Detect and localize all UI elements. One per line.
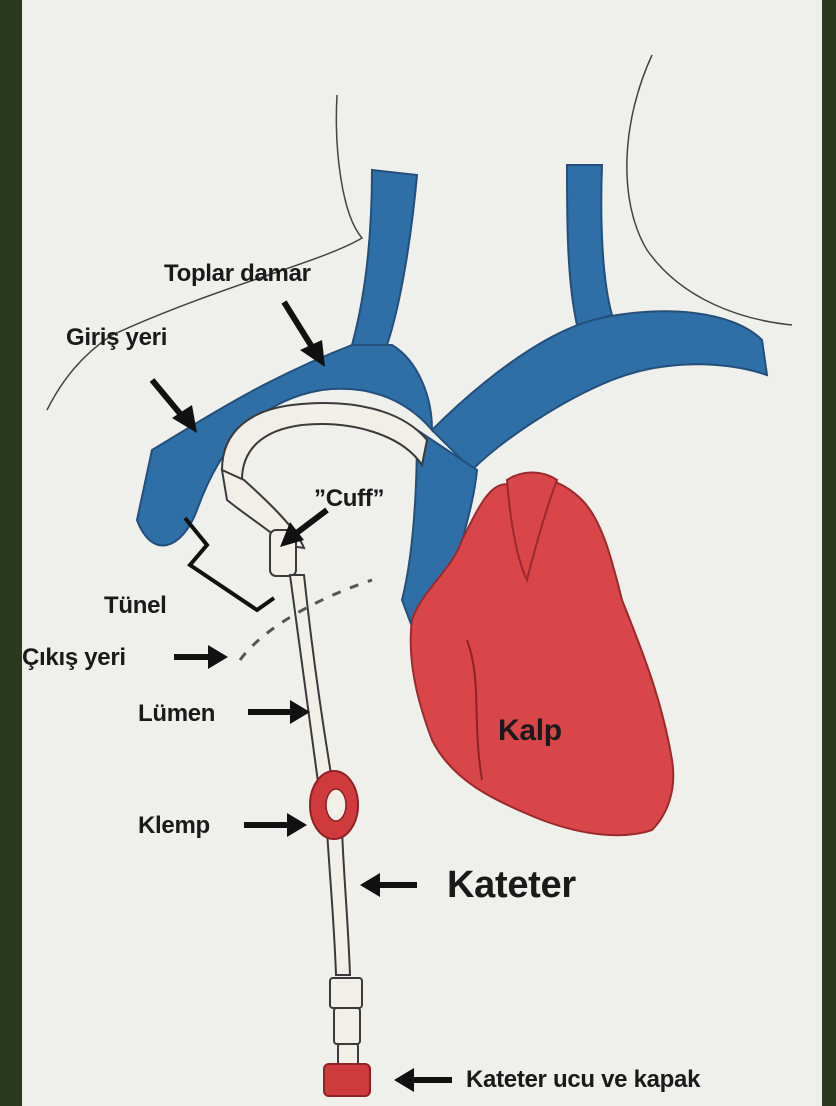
clamp-hole	[326, 789, 346, 821]
label-lumen: Lümen	[138, 702, 215, 726]
neck-outline-right	[627, 55, 792, 325]
label-cuff: ”Cuff”	[314, 487, 384, 511]
label-tunel: Tünel	[104, 594, 167, 618]
diagram-canvas: Toplar damar Giriş yeri ”Cuff” Tünel Çık…	[22, 0, 822, 1106]
label-kalp: Kalp	[498, 716, 562, 746]
right-subclavian-vein	[432, 311, 767, 470]
arrow-kateter	[360, 873, 380, 897]
tunnel-bracket	[185, 518, 274, 610]
catheter-cap	[324, 1064, 370, 1096]
arrow-cikis-yeri	[208, 645, 228, 669]
left-jugular-vein	[352, 170, 417, 345]
catheter-diagram	[22, 0, 822, 1106]
catheter-lumen	[290, 575, 332, 782]
catheter-connector-3	[338, 1044, 358, 1066]
right-jugular-vein	[567, 165, 612, 325]
clamp	[310, 771, 358, 839]
catheter-connector-2	[334, 1008, 360, 1044]
catheter-connector	[330, 978, 362, 1008]
label-klemp: Klemp	[138, 814, 210, 838]
catheter-lower-tube	[327, 830, 350, 975]
label-giris-yeri: Giriş yeri	[66, 326, 167, 350]
arrow-kateter-ucu	[394, 1068, 414, 1092]
label-kateter: Kateter	[447, 866, 576, 904]
arrow-klemp	[287, 813, 307, 837]
label-toplar-damar: Toplar damar	[164, 262, 311, 286]
label-kateter-ucu: Kateter ucu ve kapak	[466, 1068, 700, 1092]
label-cikis-yeri: Çıkış yeri	[22, 646, 126, 670]
left-brachiocephalic-vein	[137, 345, 432, 545]
